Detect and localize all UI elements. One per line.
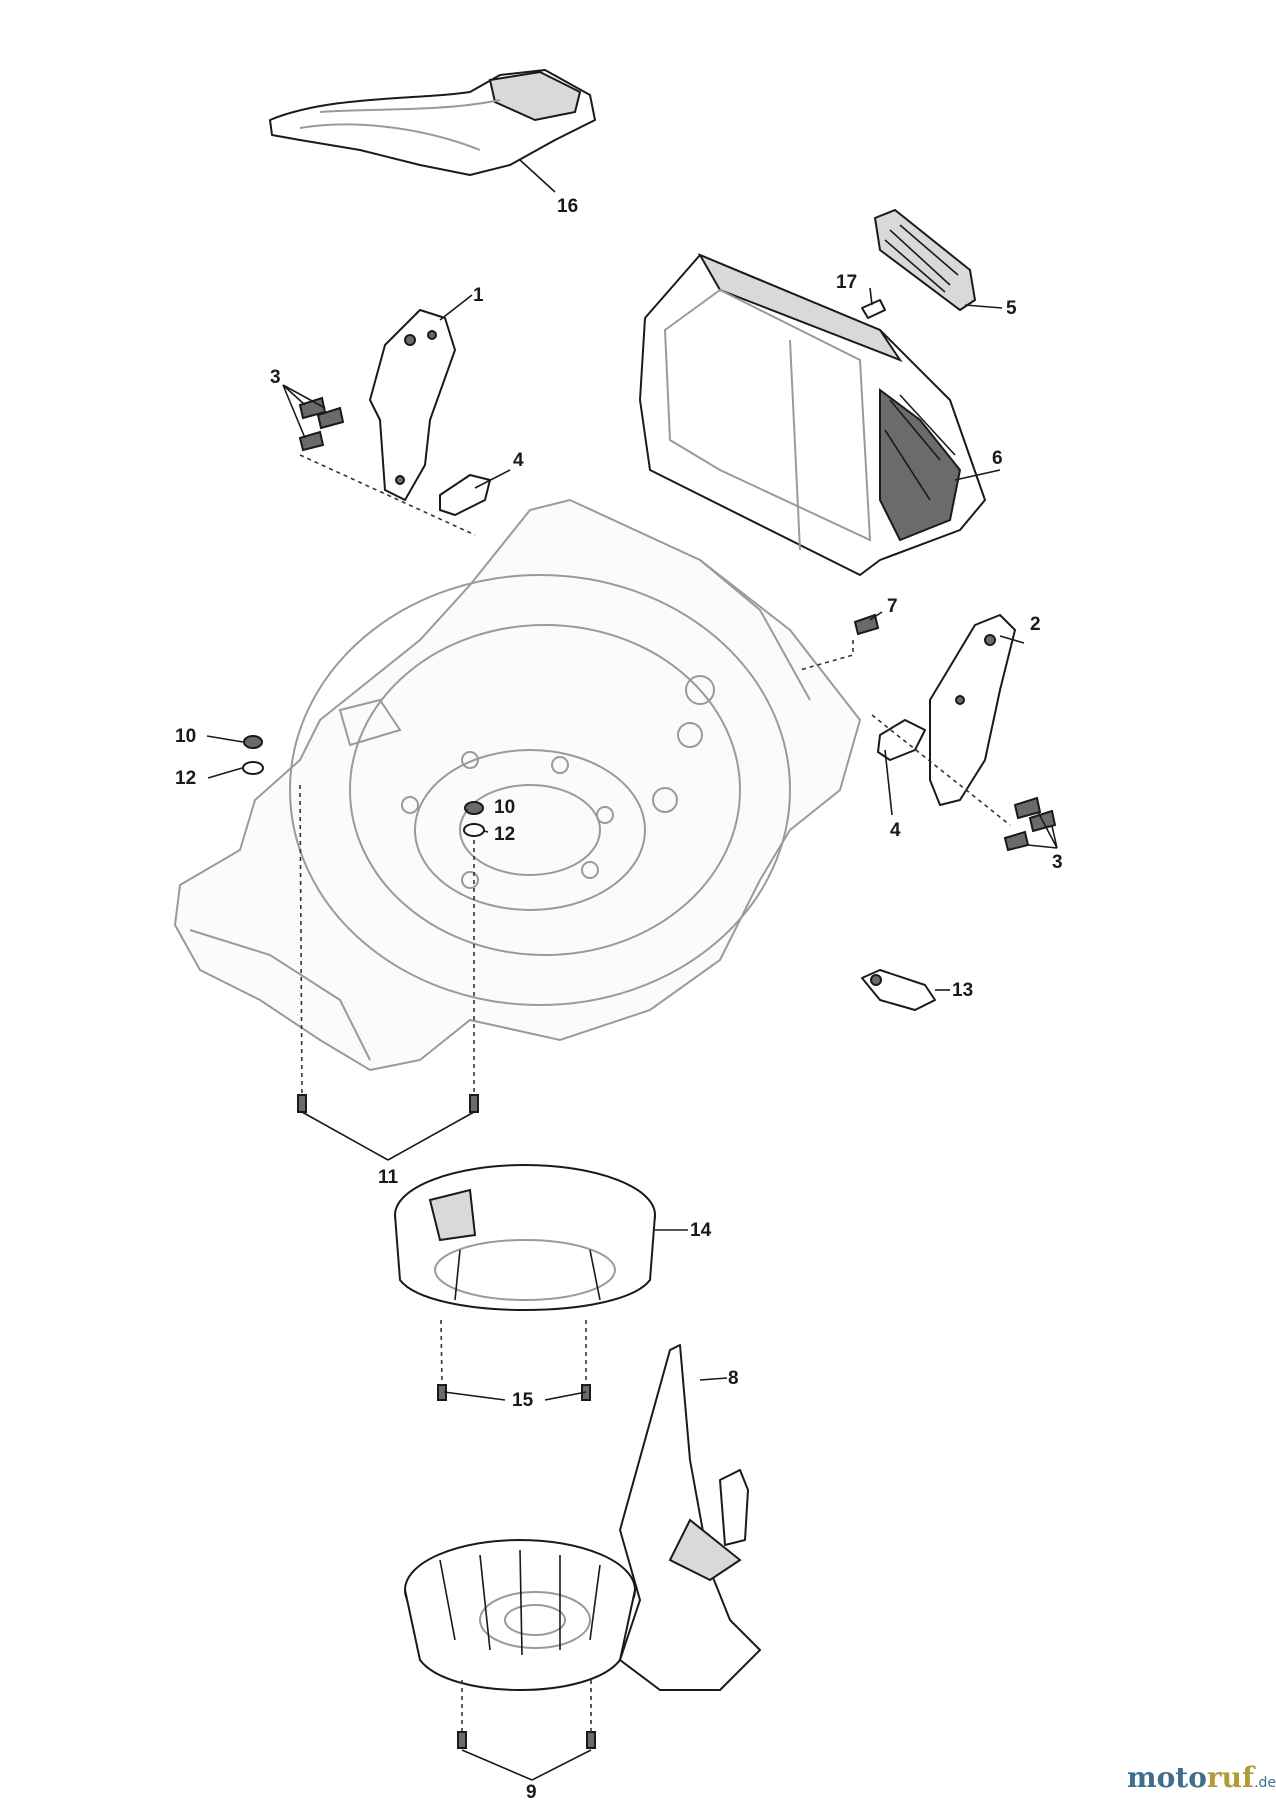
leader-lines [206,159,1058,1781]
callout-2: 2 [1030,614,1041,635]
callout-10-left: 10 [175,726,196,747]
part-16-cover [269,69,596,176]
callout-10-center: 10 [494,797,515,818]
part-1-left-bracket [369,309,456,501]
callout-12-left: 12 [175,768,196,789]
part-14-baffle [394,1164,656,1311]
callout-16: 16 [557,196,578,217]
callout-4-left: 4 [513,450,524,471]
callout-7: 7 [887,596,898,617]
callout-8: 8 [728,1368,739,1389]
part-6-catcher-frame [639,252,986,576]
callouts: 1 2 3 3 4 4 5 6 7 8 9 10 10 11 12 12 13 … [175,196,1063,1800]
callout-1: 1 [473,285,484,306]
svg-text:motoruf.de: motoruf.de [1127,1761,1276,1794]
part-4-left-hinge [439,474,491,516]
callout-14: 14 [690,1220,712,1241]
part-3-left-screws [298,396,345,452]
watermark-part2: ruf [1207,1761,1256,1794]
callout-11: 11 [378,1167,399,1188]
part-12-washer-left [242,761,264,775]
callout-13: 13 [952,980,973,1001]
part-10-nut-center [464,801,484,815]
assembly-lines [299,454,1011,1732]
part-11-bolts [297,1094,479,1113]
callout-4-right: 4 [890,820,901,841]
part-10-nut-left [243,735,263,749]
motoruf-watermark-logo: motoruf.de [1127,1761,1276,1794]
part-12-washer-center [463,823,485,837]
part-2-right-bracket [929,614,1016,806]
callout-12-center: 12 [494,824,515,845]
watermark-suffix: .de [1254,1775,1276,1791]
part-3-right-screws [1003,796,1057,852]
callout-3-right: 3 [1052,852,1063,873]
watermark-part1: moto [1127,1761,1207,1794]
part-4-right-hinge [877,719,926,761]
callout-15: 15 [512,1390,534,1411]
callout-6: 6 [992,448,1003,469]
callout-5: 5 [1006,298,1017,319]
callout-3-left: 3 [270,367,281,388]
part-7-screw [853,613,880,636]
callout-9: 9 [526,1782,537,1800]
part-17-pin [861,299,886,319]
part-8-chute-bowl [404,1344,761,1691]
callout-17: 17 [836,272,857,293]
part-13-clip [861,969,936,1011]
mower-deck [173,498,862,1072]
part-5-flap [873,208,977,312]
part-9-screws [457,1731,596,1749]
